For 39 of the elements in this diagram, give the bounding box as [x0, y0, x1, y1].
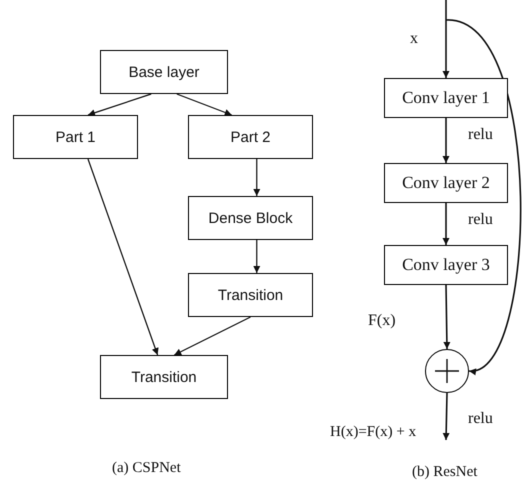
- layer-box: [384, 78, 508, 118]
- signal-label: relu: [468, 211, 493, 229]
- signal-label: F(x): [368, 312, 396, 330]
- layer-box: [384, 245, 508, 285]
- arrow: [253, 159, 260, 196]
- node-label: Conv layer 3: [402, 255, 490, 275]
- arrow: [176, 93, 232, 116]
- layer-box: [100, 50, 228, 94]
- arrow: [443, 284, 450, 350]
- node-label: Base layer: [128, 64, 200, 80]
- layer-box: [100, 355, 228, 399]
- arrow: [442, 118, 450, 163]
- arrow: [88, 93, 152, 116]
- node-label: Part 2: [230, 128, 271, 146]
- arrow: [446, 19, 522, 372]
- arrow: [442, 0, 450, 78]
- arrow: [442, 392, 450, 440]
- node-label: Conv layer 2: [402, 173, 490, 193]
- adder-circle: [425, 349, 469, 393]
- signal-label: x: [410, 30, 418, 48]
- node-label: Part 1: [55, 128, 96, 146]
- layer-box: [384, 163, 508, 203]
- signal-label: H(x)=F(x) + x: [330, 424, 416, 441]
- layer-box: [188, 196, 313, 240]
- arrow: [87, 158, 159, 356]
- subfigure-caption: (b) ResNet: [412, 464, 478, 481]
- arrow: [253, 240, 260, 273]
- node-label: Dense Block: [208, 210, 293, 226]
- layer-box: [13, 115, 138, 159]
- signal-label: relu: [468, 126, 493, 144]
- node-label: Transition: [131, 368, 197, 386]
- node-label: Transition: [218, 286, 284, 304]
- arrow: [174, 316, 251, 356]
- layer-box: [188, 273, 313, 317]
- subfigure-caption: (a) CSPNet: [112, 460, 181, 477]
- layer-box: [188, 115, 313, 159]
- node-label: Conv layer 1: [402, 88, 490, 108]
- signal-label: relu: [468, 410, 493, 428]
- arrow: [442, 203, 450, 245]
